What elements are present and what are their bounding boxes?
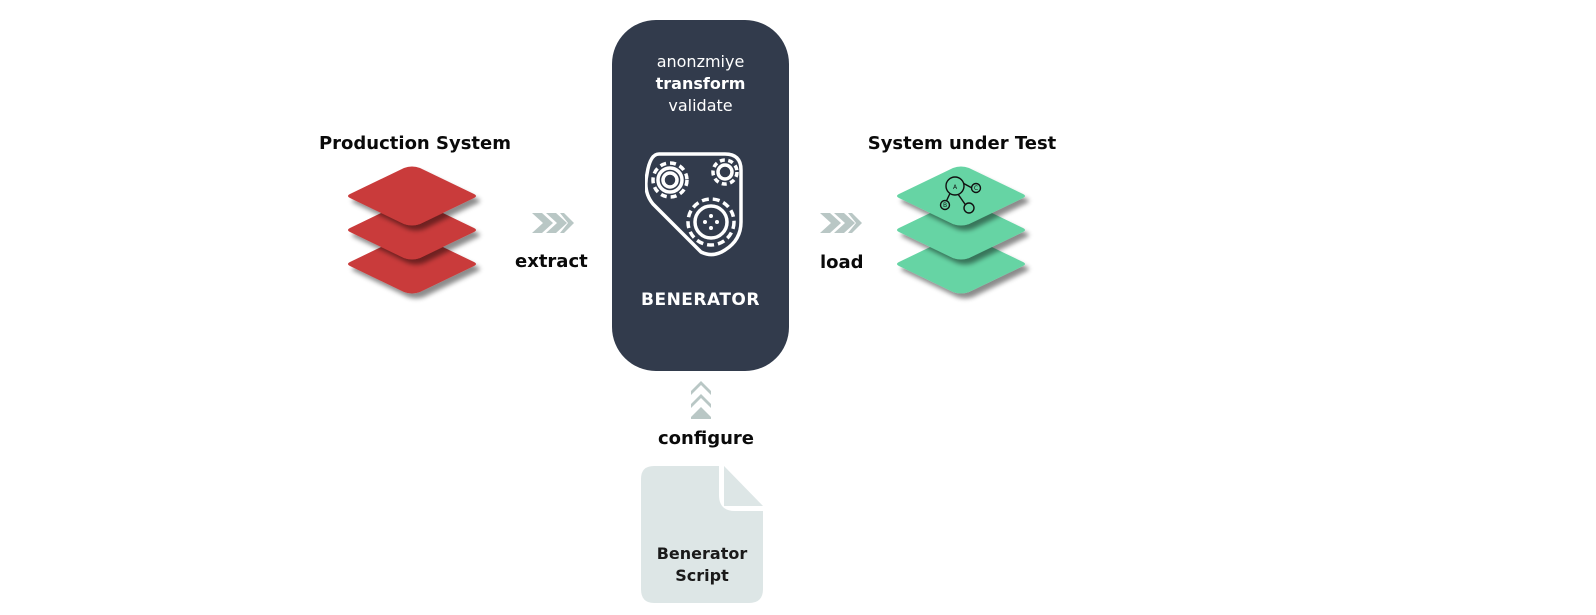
production-db-layer-bottom bbox=[348, 234, 476, 294]
graph-node-b: B bbox=[943, 202, 947, 209]
benerator-engine-box: anonzmiye transform validate BENERATOR bbox=[612, 20, 789, 371]
production-system-title: Production System bbox=[318, 133, 511, 154]
production-db-layer-top bbox=[348, 166, 476, 226]
script-document-icon bbox=[641, 466, 763, 603]
script-title-line1: Benerator bbox=[656, 544, 748, 563]
graph-node-c: C bbox=[974, 185, 978, 192]
step-transform: transform bbox=[655, 74, 746, 93]
extract-label: extract bbox=[515, 251, 588, 272]
step-validate: validate bbox=[668, 96, 733, 115]
production-db-layer-middle bbox=[348, 200, 476, 260]
graph-node-a: A bbox=[953, 184, 958, 191]
configure-arrow-icon bbox=[691, 381, 711, 419]
test-db-layer-middle bbox=[897, 200, 1025, 260]
step-anonymize: anonzmiye bbox=[656, 52, 745, 71]
script-title-line2: Script bbox=[675, 566, 729, 585]
test-db-layer-bottom bbox=[897, 234, 1025, 294]
test-database-icon: A C B bbox=[897, 166, 1025, 294]
benerator-name: BENERATOR bbox=[641, 290, 760, 310]
load-label: load bbox=[820, 252, 864, 273]
production-database-icon bbox=[348, 166, 476, 294]
extract-arrow-icon bbox=[532, 213, 574, 233]
gears-icon bbox=[645, 152, 743, 257]
system-under-test-title: System under Test bbox=[867, 133, 1057, 154]
graph-icon bbox=[939, 176, 982, 214]
test-db-layer-top bbox=[897, 166, 1025, 226]
configure-label: configure bbox=[658, 428, 754, 449]
load-arrow-icon bbox=[820, 213, 862, 233]
